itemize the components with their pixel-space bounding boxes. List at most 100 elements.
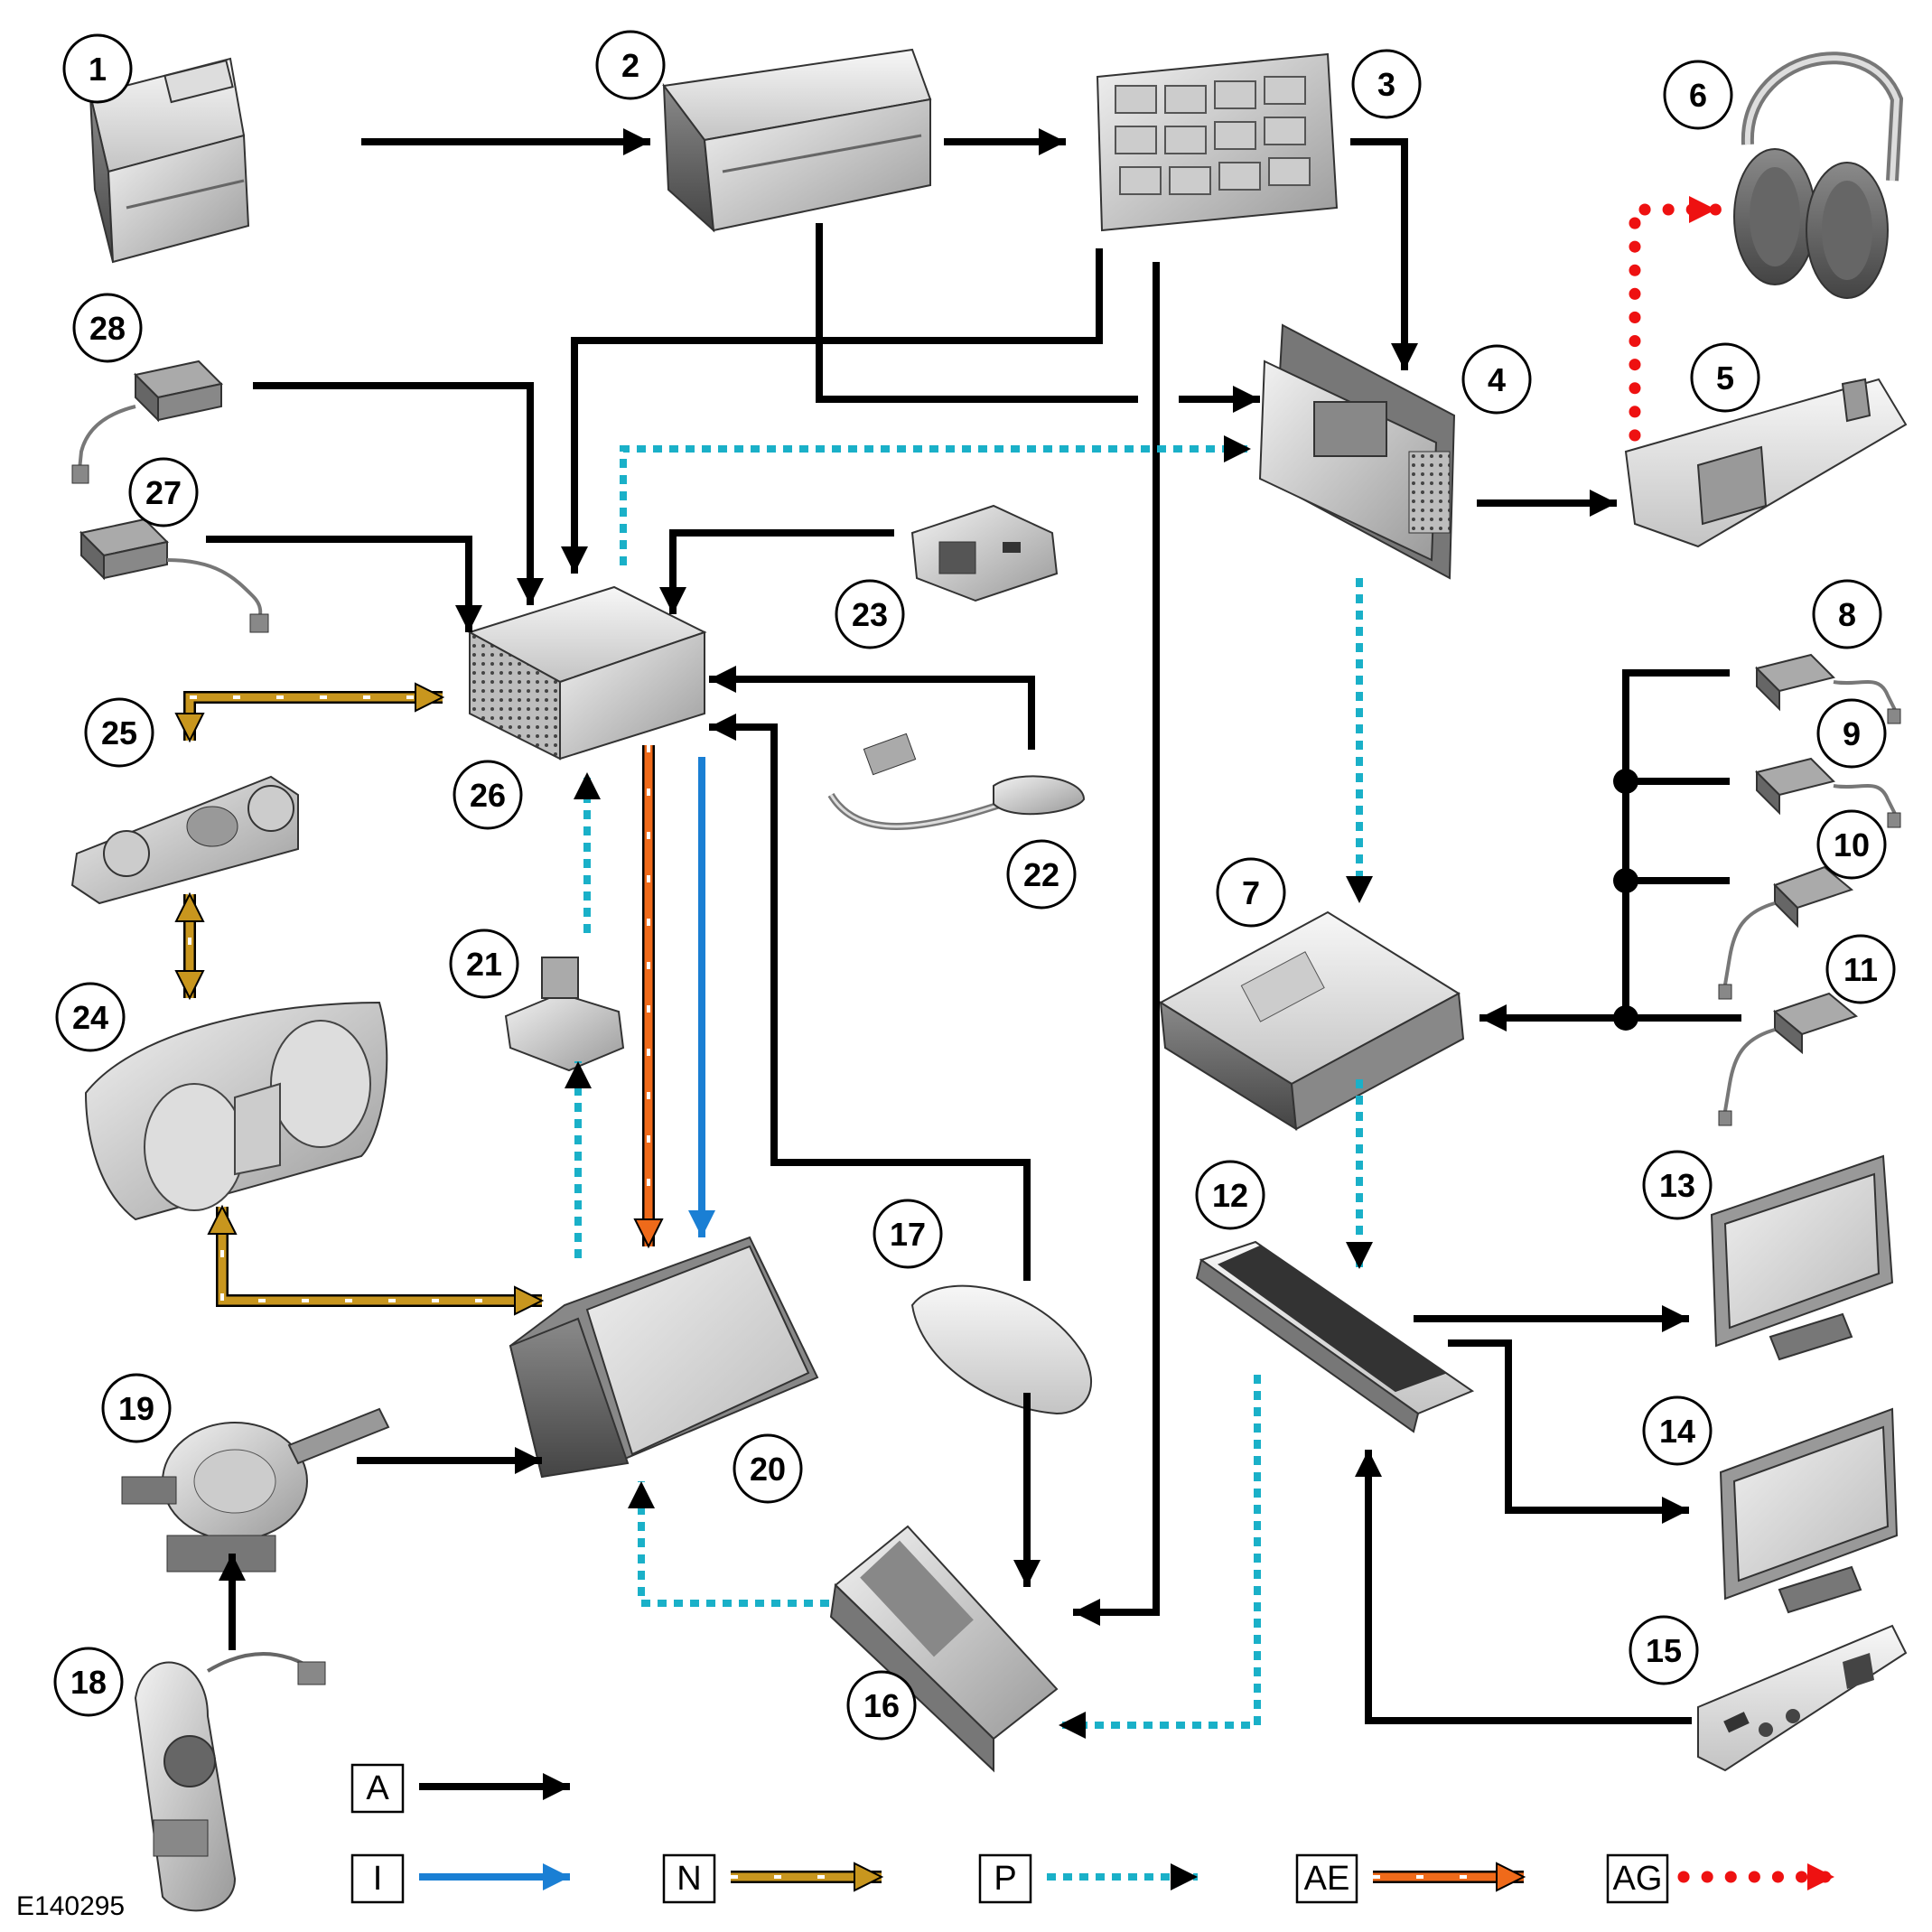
legend-sample-AG (1677, 1863, 1841, 1890)
module-8 (1755, 653, 1901, 724)
callout-label: 2 (621, 47, 639, 84)
media-processing-module (1159, 910, 1465, 1131)
connection-28-26 (253, 382, 544, 605)
callout-12: 12 (1195, 1160, 1265, 1230)
callout-6: 6 (1663, 60, 1733, 130)
wireless-headphone-transmitter (1624, 378, 1908, 548)
central-junction-box (1096, 52, 1339, 232)
legend-sample-I (419, 1863, 570, 1890)
legend-item-N: N (662, 1853, 884, 1904)
connection-16-20 (628, 1481, 829, 1607)
connection-26-20 (688, 757, 715, 1237)
callout-label: 25 (101, 714, 137, 751)
callout-19: 19 (101, 1373, 172, 1443)
legend: AI N P AE AG (350, 1763, 1841, 1904)
module-11 (1718, 992, 1859, 1126)
callout-label: 12 (1212, 1177, 1248, 1214)
connection-24-20 (207, 1204, 545, 1316)
callout-28: 28 (72, 293, 143, 363)
callout-label: 24 (72, 999, 108, 1036)
instrument-cluster (84, 1001, 388, 1221)
legend-item-I: I (350, 1853, 570, 1904)
module-27 (79, 518, 269, 633)
callout-label: 7 (1242, 874, 1260, 911)
callout-label: 21 (466, 946, 502, 983)
climate-control-panel (70, 775, 299, 905)
junction-dot (1613, 868, 1638, 893)
connection-17-26 (709, 714, 1031, 1281)
module-28 (71, 359, 224, 484)
callout-22: 22 (1006, 839, 1077, 910)
callout-label: 26 (470, 777, 506, 814)
legend-key: AG (1613, 1860, 1663, 1898)
connection-lines (174, 128, 1741, 1739)
callout-label: 5 (1716, 359, 1734, 397)
auxiliary-input-module (910, 504, 1059, 602)
legend-key: P (994, 1860, 1016, 1898)
junction-dot (1613, 1005, 1638, 1031)
callout-label: 16 (863, 1687, 900, 1724)
connection-23-26 (659, 529, 894, 614)
connection-5-6 (1629, 196, 1722, 442)
callout-1: 1 (62, 33, 133, 104)
callout-17: 17 (873, 1199, 943, 1269)
legend-sample-P (1047, 1863, 1198, 1890)
callout-24: 24 (55, 982, 126, 1052)
battery (89, 57, 250, 264)
callout-20: 20 (733, 1433, 803, 1504)
callout-label: 10 (1834, 826, 1870, 863)
legend-item-AE: AE (1295, 1853, 1526, 1904)
connection-12-16 (1059, 1375, 1261, 1739)
callout-15: 15 (1629, 1615, 1699, 1685)
rear-display-module (1195, 1240, 1475, 1433)
steering-wheel-switches (134, 1652, 326, 1912)
connection-15-12 (1355, 1450, 1692, 1724)
connection-27-26 (206, 536, 482, 632)
callout-10: 10 (1816, 809, 1887, 880)
connection-3-4 (1350, 138, 1418, 370)
connection-21-26 (574, 772, 601, 933)
junction-dot (1613, 769, 1638, 794)
callout-label: 9 (1843, 715, 1861, 752)
rear-display-13 (1710, 1154, 1894, 1361)
module-10 (1718, 865, 1854, 1000)
callout-label: 20 (750, 1451, 786, 1488)
module-9 (1755, 757, 1901, 828)
callout-label: 28 (89, 310, 126, 347)
clockspring-switchgear (121, 1407, 390, 1573)
callout-21: 21 (449, 929, 519, 999)
callout-label: 18 (70, 1664, 107, 1701)
legend-key: N (677, 1860, 701, 1898)
connection-20-21 (565, 1061, 592, 1258)
connection-19-20 (357, 1447, 542, 1474)
connection-26-20 (633, 745, 664, 1249)
legend-sample-AE (1373, 1862, 1526, 1892)
connection-1-2 (361, 128, 650, 155)
audio-amplifier (829, 1525, 1059, 1773)
connection-3-26 (561, 248, 1103, 574)
legend-item-A: A (350, 1763, 570, 1814)
callout-label: 6 (1689, 77, 1707, 114)
callout-label: 3 (1377, 66, 1395, 103)
callout-14: 14 (1642, 1395, 1713, 1466)
wireless-headphones (1733, 51, 1904, 299)
connection-11-7 (1479, 1004, 1741, 1031)
callout-27: 27 (128, 457, 199, 527)
connection-26-4 (620, 435, 1251, 565)
callout-label: 22 (1023, 856, 1059, 893)
connection-2-3 (944, 128, 1066, 155)
callout-label: 15 (1646, 1632, 1682, 1669)
connection-2-4 (816, 223, 1138, 403)
legend-sample-N (731, 1862, 884, 1892)
legend-key: AE (1304, 1860, 1350, 1898)
callout-label: 17 (890, 1216, 926, 1253)
connection-18-19 (219, 1554, 246, 1650)
connection-4-7 (1346, 578, 1373, 903)
callout-16: 16 (846, 1670, 917, 1741)
callout-4: 4 (1461, 344, 1532, 415)
connection-25-26 (174, 682, 445, 743)
callout-11: 11 (1825, 934, 1896, 1004)
callout-8: 8 (1812, 579, 1882, 649)
legend-sample-A (419, 1773, 570, 1800)
